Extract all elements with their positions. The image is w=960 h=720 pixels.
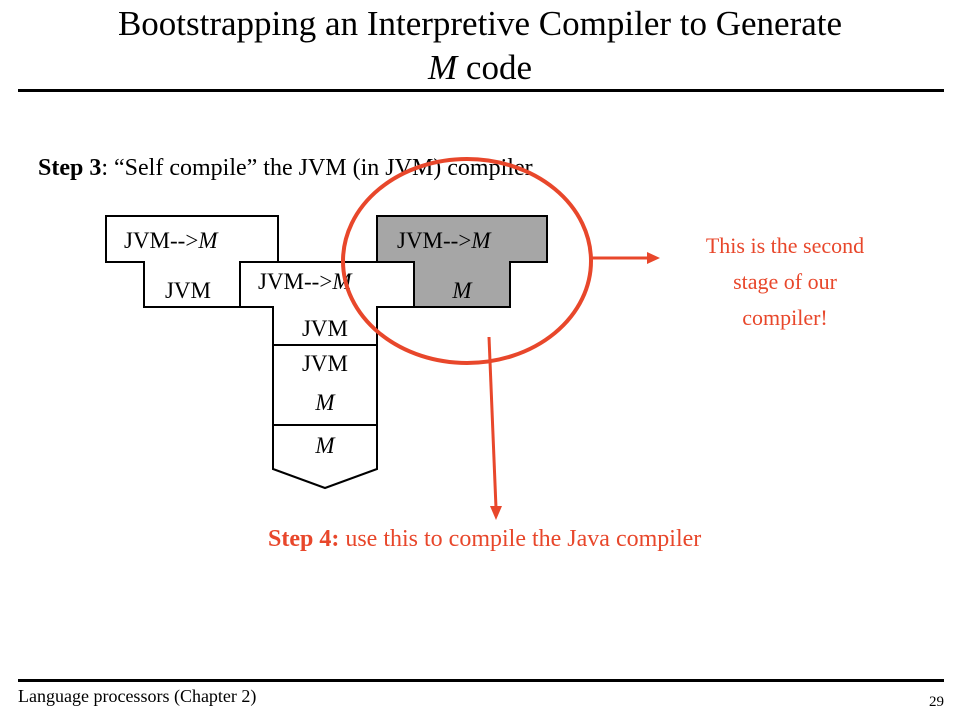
step4-arrow-head bbox=[490, 506, 502, 520]
interpreter-box bbox=[272, 344, 378, 426]
page-number: 29 bbox=[929, 694, 944, 710]
highlight-ellipse bbox=[341, 157, 593, 365]
machine-shape bbox=[272, 424, 378, 490]
note-line-1: This is the second bbox=[705, 233, 865, 258]
step4-text: use this to compile the Java compiler bbox=[339, 526, 702, 552]
footer-rule bbox=[18, 679, 944, 682]
left-tdiagram-top-label: JVM-->M bbox=[124, 228, 219, 253]
step4-caption: Step 4: use this to compile the Java com… bbox=[268, 524, 701, 554]
title-italic-m: M bbox=[428, 48, 458, 87]
title-underline bbox=[18, 89, 944, 92]
middle-tdiagram-top-label: JVM-->M bbox=[258, 269, 353, 294]
step3-label: Step 3 bbox=[38, 155, 102, 181]
note-line-3: compiler! bbox=[742, 305, 828, 330]
step4-arrow-line bbox=[487, 336, 498, 509]
footer-course-label: Language processors (Chapter 2) bbox=[18, 686, 257, 706]
note-line-2: stage of our bbox=[733, 269, 837, 294]
note-arrow-head bbox=[647, 252, 660, 264]
right-tdiagram-top-label: JVM-->M bbox=[397, 228, 492, 253]
left-tdiagram-bottom-label: JVM bbox=[165, 278, 211, 303]
title-line-2-rest: code bbox=[457, 48, 532, 87]
middle-tdiagram-bottom-label: JVM bbox=[302, 316, 348, 341]
interpreter-bottom-label: M bbox=[314, 390, 336, 415]
machine-label: M bbox=[314, 433, 336, 458]
right-tdiagram-bottom-label: M bbox=[451, 278, 473, 303]
second-stage-note: This is the second stage of our compiler… bbox=[640, 228, 930, 336]
title-line-2: M code bbox=[20, 46, 940, 90]
title-line-1: Bootstrapping an Interpretive Compiler t… bbox=[117, 4, 843, 43]
interpreter-top-label: JVM bbox=[302, 351, 348, 376]
slide-title: Bootstrapping an Interpretive Compiler t… bbox=[20, 2, 940, 90]
step4-label: Step 4: bbox=[268, 526, 340, 552]
